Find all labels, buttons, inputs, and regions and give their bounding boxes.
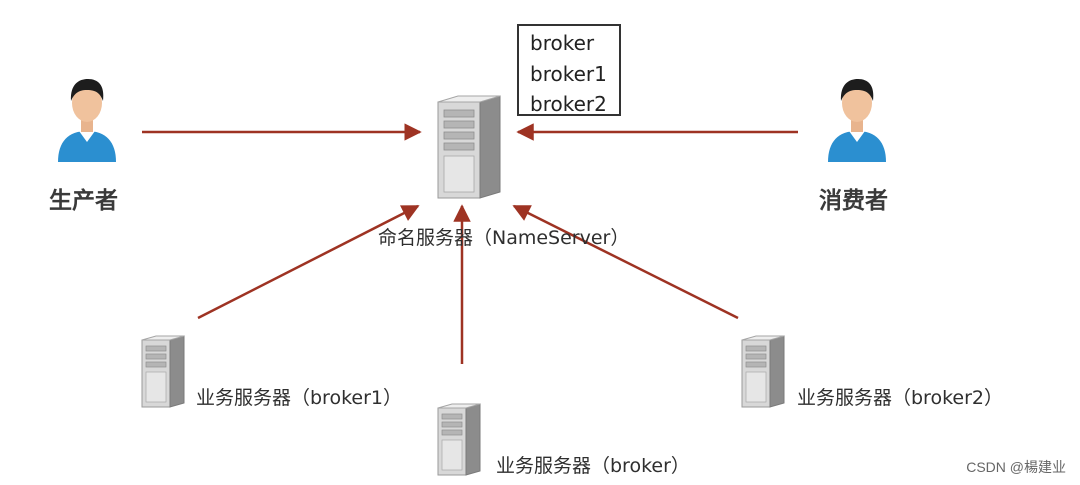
producer-label: 生产者 bbox=[49, 188, 118, 214]
broker1-to-nameserver-arrow bbox=[197, 204, 420, 320]
broker-list-item: broker bbox=[530, 31, 595, 55]
producer-person-icon bbox=[58, 79, 116, 162]
broker-server-icon bbox=[437, 403, 481, 476]
nameserver-label: 命名服务器（NameServer） bbox=[378, 227, 630, 249]
watermark: CSDN @楊建业 bbox=[966, 459, 1066, 475]
consumer-person-icon bbox=[828, 79, 886, 162]
broker1-label: 业务服务器（broker1） bbox=[196, 387, 402, 409]
broker-label: 业务服务器（broker） bbox=[496, 455, 690, 477]
nameserver-server-icon bbox=[437, 95, 501, 199]
consumer-label: 消费者 bbox=[819, 188, 888, 214]
broker1-server-icon bbox=[141, 335, 185, 408]
broker-list-item: broker1 bbox=[530, 61, 607, 86]
broker2-label: 业务服务器（broker2） bbox=[797, 387, 1003, 409]
nameserver-broker-list: broker broker1 broker2 bbox=[517, 24, 621, 116]
broker2-server-icon bbox=[741, 335, 785, 408]
broker-list-item: broker2 bbox=[530, 92, 607, 116]
broker2-to-nameserver-arrow bbox=[512, 204, 739, 320]
